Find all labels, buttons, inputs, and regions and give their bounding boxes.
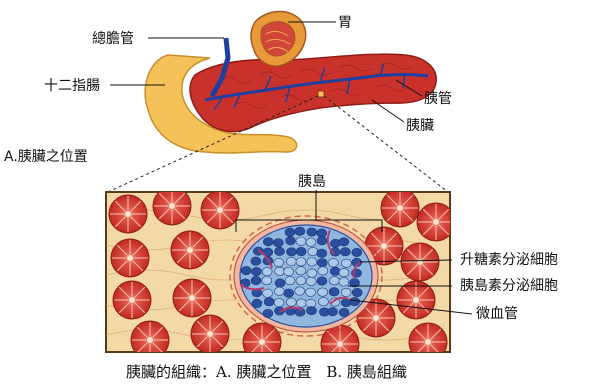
islet-cell	[274, 298, 284, 306]
acinus	[243, 323, 281, 361]
islet-label: 胰島	[298, 174, 326, 190]
capillary-label: 微血管	[476, 306, 518, 322]
islet-cell	[273, 239, 283, 247]
pancreas-label: 胰臟	[406, 118, 434, 134]
islet-cell	[251, 276, 261, 284]
islet-cell	[317, 229, 327, 237]
islet-cell	[339, 238, 349, 246]
beta-cells-label: 胰島素分泌細胞	[460, 278, 558, 294]
acinus	[191, 315, 229, 353]
acinus	[321, 325, 359, 363]
islet-cell	[318, 297, 328, 305]
figure-caption: 胰臟的組織：A. 胰臟之位置 B. 胰島組織	[126, 363, 407, 381]
islet-cell	[307, 269, 317, 277]
islet-cell	[295, 227, 305, 235]
acinus	[131, 321, 169, 359]
islet-cell	[330, 267, 340, 275]
islet-cell	[296, 237, 306, 245]
stomach-shape	[251, 12, 306, 67]
islet-cell	[296, 258, 306, 266]
islet-cell	[286, 248, 296, 256]
islet-cell	[317, 236, 327, 244]
islet-cell	[307, 258, 317, 266]
islet-cell	[306, 306, 316, 314]
islet-cell	[318, 267, 328, 275]
islet-cell	[306, 288, 316, 296]
islet-cell	[306, 277, 316, 285]
bile-duct-label: 總膽管	[92, 30, 134, 47]
duodenum-label: 十二指腸	[44, 78, 100, 94]
acinus	[417, 203, 455, 241]
islet-cell	[296, 276, 306, 284]
islet-cell	[286, 298, 296, 306]
islet-cell	[241, 266, 251, 274]
islet-cell	[284, 267, 294, 275]
islet-cell	[317, 259, 327, 267]
acinus	[153, 187, 191, 225]
islet-cell	[262, 267, 272, 275]
panel-b-tissue	[106, 187, 455, 363]
islet-cell	[263, 309, 273, 317]
stomach-label: 胃	[338, 15, 352, 31]
islet-cell	[251, 267, 261, 275]
islet-cell	[339, 268, 349, 276]
islet-cell	[264, 298, 274, 306]
islet-cell	[263, 289, 273, 297]
islet-cell	[295, 287, 305, 295]
islet-cell	[339, 278, 349, 286]
pancreatic-duct-label: 胰管	[424, 91, 452, 107]
islet-cell	[296, 247, 306, 255]
islet-cell	[329, 277, 339, 285]
islet-cell	[274, 287, 284, 295]
acinus	[397, 281, 435, 319]
islet-cell	[263, 238, 273, 246]
islet-cell	[296, 267, 306, 275]
islet-cell	[285, 237, 295, 245]
acinus	[109, 195, 147, 233]
acinus	[173, 279, 211, 317]
islet-cell	[317, 277, 327, 285]
acinus	[381, 189, 419, 227]
islet-cell	[252, 299, 262, 307]
islet-cell	[318, 288, 328, 296]
islet-cell	[339, 308, 349, 316]
acinus	[401, 243, 439, 281]
islet-cell	[308, 247, 318, 255]
alpha-cells-label: 升糖素分泌細胞	[460, 252, 558, 268]
islet-cell	[275, 279, 285, 287]
zoom-source-marker	[318, 91, 324, 97]
islet-cell	[352, 288, 362, 296]
islet-cell	[285, 276, 295, 284]
islet-cell	[296, 299, 306, 307]
acinus	[201, 191, 239, 229]
panel-a-anatomy	[145, 12, 436, 153]
acinus	[409, 323, 447, 361]
islet-cell	[341, 259, 351, 267]
islet-cell	[328, 259, 338, 267]
islet-cell	[352, 248, 362, 256]
islet-cell	[341, 288, 351, 296]
islet-cell	[274, 258, 284, 266]
islet-cell	[329, 288, 339, 296]
acinus	[111, 239, 149, 277]
islet-of-langerhans	[234, 220, 378, 332]
islet-cell	[307, 228, 317, 236]
islet-cell	[317, 249, 327, 257]
islet-cell	[251, 257, 261, 265]
islet-cell	[262, 276, 272, 284]
islet-cell	[285, 228, 295, 236]
panel-a-title: A.胰臟之位置	[4, 149, 88, 165]
islet-cell	[284, 289, 294, 297]
acinus	[113, 281, 151, 319]
islet-cell	[306, 238, 316, 246]
islet-cell	[286, 257, 296, 265]
acinus	[171, 231, 209, 269]
islet-cell	[275, 267, 285, 275]
islet-cell	[340, 248, 350, 256]
islet-cell	[328, 307, 338, 315]
islet-cell	[350, 297, 360, 305]
islet-cell	[275, 247, 285, 255]
